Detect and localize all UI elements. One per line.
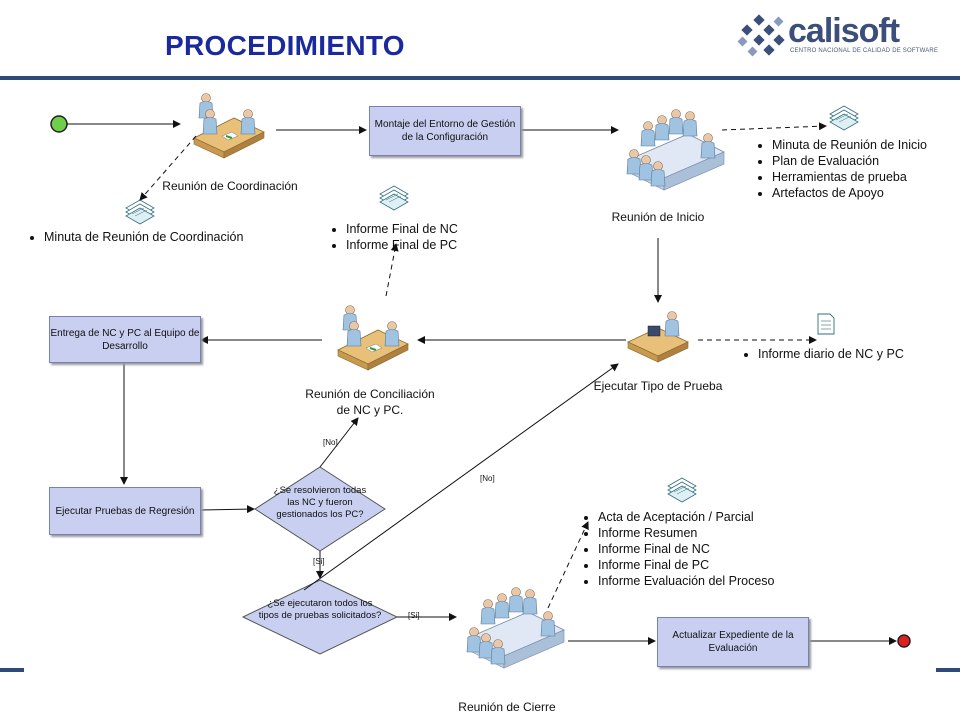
process-box-montaje: Montaje del Entorno de Gestión de la Con… [369,106,521,156]
doc-stack-icon [667,477,697,503]
doc-item: Acta de Aceptación / Parcial [598,509,774,525]
doc-list-coordinacion: Minuta de Reunión de Coordinación [22,229,243,245]
artifact-arrow [547,521,589,609]
logo-subtitle: CENTRO NACIONAL DE CALIDAD DE SOFTWARE [790,48,939,54]
meeting-label-coordinacion: Reunión de Coordinación [162,179,298,193]
meeting-label-inicio: Reunión de Inicio [611,210,705,224]
doc-list-inicio: Minuta de Reunión de Inicio Plan de Eval… [750,137,927,201]
decision-executed-label: ¿Se ejecutaron todos los tipos de prueba… [258,598,382,621]
meeting-label-cierre: Reunión de Cierre [458,700,556,714]
doc-stack-icon [829,105,859,131]
decision-resolved-label: ¿Se resolvieron todas las NC y fueron ge… [273,485,367,520]
process-box-actualizar: Actualizar Expediente de la Evaluación [657,617,809,667]
doc-list-diario: Informe diario de NC y PC [736,346,904,362]
footer-rule-right [936,668,960,672]
guard-no: [No] [480,474,495,483]
doc-item: Plan de Evaluación [772,153,927,169]
conciliation-meeting-icon [338,306,408,371]
doc-item: Informe Final de NC [598,541,774,557]
header-rule [0,76,960,80]
closing-meeting-icon [467,588,564,669]
doc-item: Minuta de Reunión de Inicio [772,137,927,153]
doc-item: Informe Resumen [598,525,774,541]
doc-item: Minuta de Reunión de Coordinación [44,229,243,245]
doc-item: Herramientas de prueba [772,169,927,185]
meeting-label-conciliacion-2: de NC y PC. [336,403,404,417]
flow-arrow [303,363,619,591]
meeting-label-conciliacion: Reunión de Conciliación [305,387,435,401]
doc-stack-icon [379,185,409,211]
doc-list-conciliacion: Informe Final de NC Informe Final de PC [324,221,458,253]
doc-stack-icon [125,199,155,225]
execute-test-icon [627,311,689,363]
process-box-regresion: Ejecutar Pruebas de Regresión [49,487,201,535]
doc-item: Artefactos de Apoyo [772,185,927,201]
meeting-label-ejecutar: Ejecutar Tipo de Prueba [593,379,723,393]
artifact-arrow [721,122,827,131]
doc-item: Informe Evaluación del Proceso [598,573,774,589]
doc-item: Informe Final de NC [346,221,458,237]
coordination-meeting-icon [194,94,264,159]
start-meeting-icon [627,110,724,191]
page-title: PROCEDIMIENTO [165,30,405,61]
calisoft-logo [737,14,785,57]
doc-item: Informe Final de PC [598,557,774,573]
logo-text: calisoft [788,12,900,50]
flow-arrow [319,417,359,468]
start-node [50,115,68,133]
guard-si: [Si] [313,557,325,566]
guard-no: [No] [323,438,338,447]
decision-executed [241,579,399,655]
doc-item: Informe diario de NC y PC [758,346,904,362]
document-icon [817,313,835,335]
end-node [897,634,911,648]
process-box-entrega: Entrega de NC y PC al Equipo de Desarrol… [49,316,201,363]
footer-rule-left [0,668,24,672]
flow-arrow [200,505,255,514]
doc-list-cierre: Acta de Aceptación / Parcial Informe Res… [576,509,774,589]
guard-si: [Si] [408,611,420,620]
doc-item: Informe Final de PC [346,237,458,253]
